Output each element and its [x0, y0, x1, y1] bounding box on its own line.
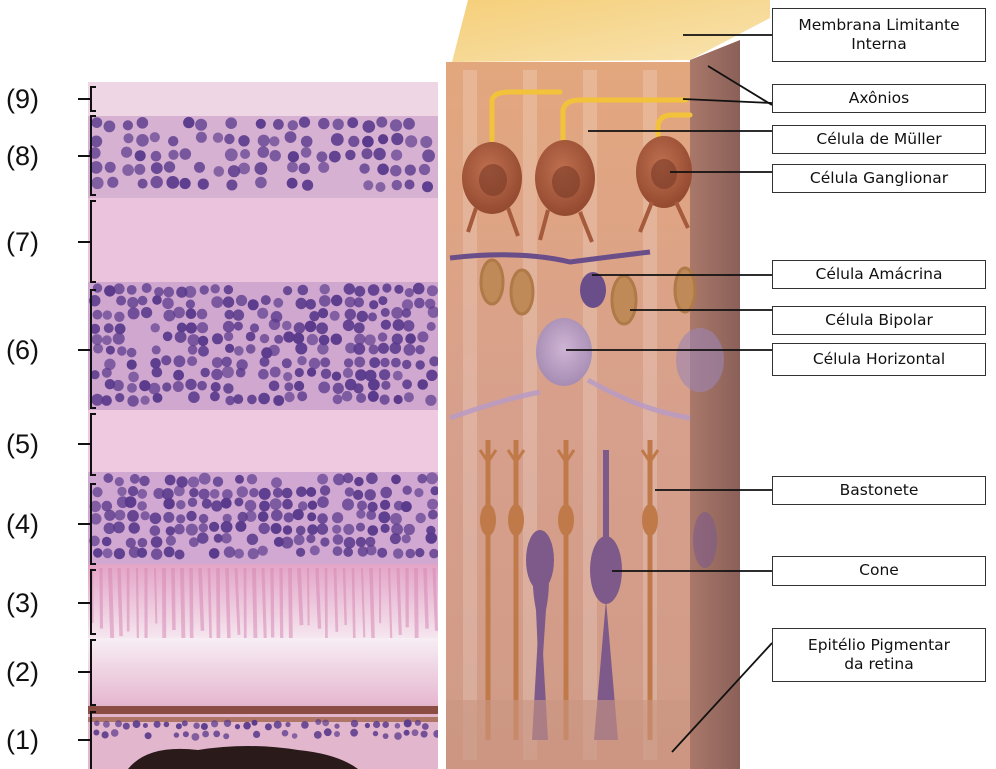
label-celula-bipolar: Célula Bipolar [772, 306, 986, 335]
label-epitelio-pigmentar: Epitélio Pigmentar da retina [772, 628, 986, 682]
label-celula-amacrina: Célula Amácrina [772, 260, 986, 289]
label-celula-ganglionar: Célula Ganglionar [772, 164, 986, 193]
label-axonios: Axônios [772, 84, 986, 113]
label-celula-horizontal: Célula Horizontal [772, 343, 986, 376]
label-cone: Cone [772, 556, 986, 586]
label-celula-de-muller: Célula de Müller [772, 125, 986, 154]
label-membrana-limitante-interna: Membrana Limitante Interna [772, 8, 986, 62]
label-bastonete: Bastonete [772, 476, 986, 505]
